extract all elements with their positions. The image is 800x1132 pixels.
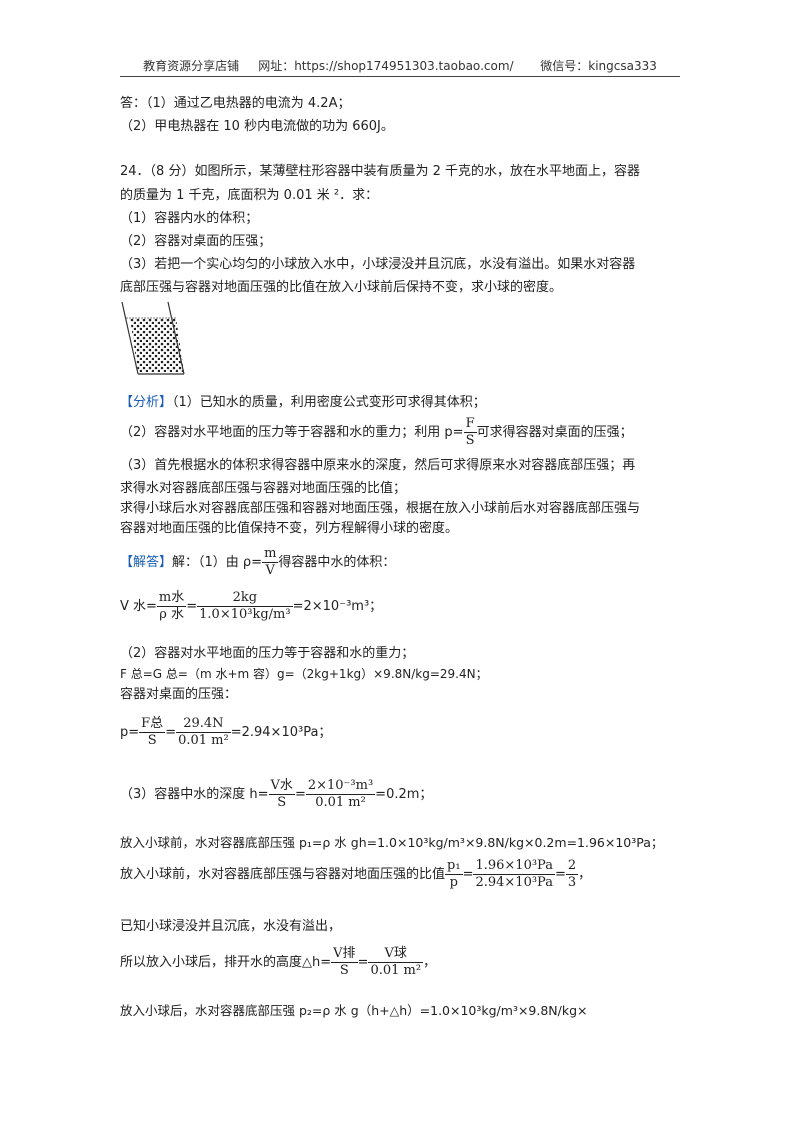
density-fraction: m V (262, 546, 279, 578)
problem-line-1: 24．（8 分）如图所示，某薄壁柱形容器中装有质量为 2 千克的水，放在水平地面… (120, 164, 640, 179)
prev-answer-line-1: 答：（1）通过乙电热器的电流为 4.2A； (120, 96, 351, 111)
header-url: 网址：https://shop174951303.taobao.com/ (258, 59, 514, 73)
pressure-equation: p= F总 S = 29.4N 0.01 m² =2.94×10³Pa； (120, 716, 332, 748)
delta-h-equation: 所以放入小球后，排开水的高度△h= V排 S = V球 0.01 m² ， (120, 946, 437, 978)
ratio-fraction-3: 2 3 (565, 858, 579, 890)
header-wechat: 微信号：kingcsa333 (540, 59, 657, 73)
depth-fraction-1: V水 S (268, 778, 295, 810)
volume-fraction-1: m水 ρ 水 (156, 590, 187, 622)
volume-fraction-2: 2kg 1.0×10³kg/m³ (197, 590, 293, 622)
problem-q1: （1）容器内水的体积； (120, 211, 259, 226)
container-figure (121, 301, 185, 375)
formula-p-fraction: F S (463, 416, 477, 448)
analysis-line-3c: 求得小球后水对容器底部压强和容器对地面压强，根据在放入小球前后水对容器底部压强与 (120, 501, 641, 516)
analysis-tag: 【分析】 (120, 395, 173, 410)
solution-line-1: 【解答】 解：（1）由 ρ= m V 得容器中水的体积： (120, 546, 396, 578)
page-header: 教育资源分享店铺 网址：https://shop174951303.taobao… (0, 57, 800, 74)
solution-line-2: （2）容器对水平地面的压力等于容器和水的重力； (120, 646, 415, 661)
pressure-title: 容器对桌面的压强： (120, 687, 238, 702)
analysis-line-2: （2）容器对水平地面的压力等于容器和水的重力；利用 p= F S 可求得容器对桌… (120, 416, 633, 448)
force-equation: F 总=G 总=（m 水+m 容）g=（2kg+1kg）×9.8N/kg=29.… (120, 667, 488, 681)
ratio-fraction-1: p₁ p (445, 858, 463, 890)
header-divider (120, 76, 680, 77)
header-shop: 教育资源分享店铺 (143, 59, 240, 73)
analysis-line-3d: 容器对地面压强的比值保持不变，列方程解得小球的密度。 (120, 521, 459, 536)
pressure-fraction-2: 29.4N 0.01 m² (176, 716, 231, 748)
analysis-line-3a: （3）首先根据水的体积求得容器中原来水的深度，然后可求得原来水对容器底部压强；再 (120, 458, 636, 473)
problem-line-2: 的质量为 1 千克，底面积为 0.01 米 ²．求： (120, 188, 379, 203)
ratio-equation: 放入小球前，水对容器底部压强与容器对地面压强的比值 p₁ p = 1.96×10… (120, 858, 592, 890)
delta-h-fraction-1: V排 S (331, 946, 358, 978)
p1-equation: 放入小球前，水对容器底部压强 p₁=ρ 水 gh=1.0×10³kg/m³×9.… (120, 835, 664, 850)
analysis-line-3b: 求得水对容器底部压强与容器对地面压强的比值； (120, 481, 407, 496)
depth-equation: （3）容器中水的深度 h= V水 S = 2×10⁻³m³ 0.01 m² =0… (120, 778, 433, 810)
volume-equation: V 水= m水 ρ 水 = 2kg 1.0×10³kg/m³ =2×10⁻³m³… (120, 590, 383, 622)
problem-q2: （2）容器对桌面的压强； (120, 234, 272, 249)
delta-h-fraction-2: V球 0.01 m² (368, 946, 424, 978)
depth-fraction-2: 2×10⁻³m³ 0.01 m² (305, 778, 376, 810)
solution-tag: 【解答】 (120, 554, 173, 570)
known-line: 已知小球浸没并且沉底，水没有溢出， (120, 919, 342, 934)
analysis-line-1: 【分析】（1）已知水的质量，利用密度公式变形可求得其体积； (120, 395, 486, 410)
prev-answer-line-2: （2）甲电热器在 10 秒内电流做的功为 660J。 (120, 119, 394, 134)
pressure-fraction-1: F总 S (139, 716, 166, 748)
p2-equation: 放入小球后，水对容器底部压强 p₂=ρ 水 g（h+△h）=1.0×10³kg/… (120, 1003, 588, 1018)
problem-q3-line-1: （3）若把一个实心均匀的小球放入水中，小球浸没并且沉底，水没有溢出。如果水对容器 (120, 257, 636, 272)
ratio-fraction-2: 1.96×10³Pa 2.94×10³Pa (473, 858, 555, 890)
problem-q3-line-2: 底部压强与容器对地面压强的比值在放入小球前后保持不变，求小球的密度。 (120, 280, 563, 295)
